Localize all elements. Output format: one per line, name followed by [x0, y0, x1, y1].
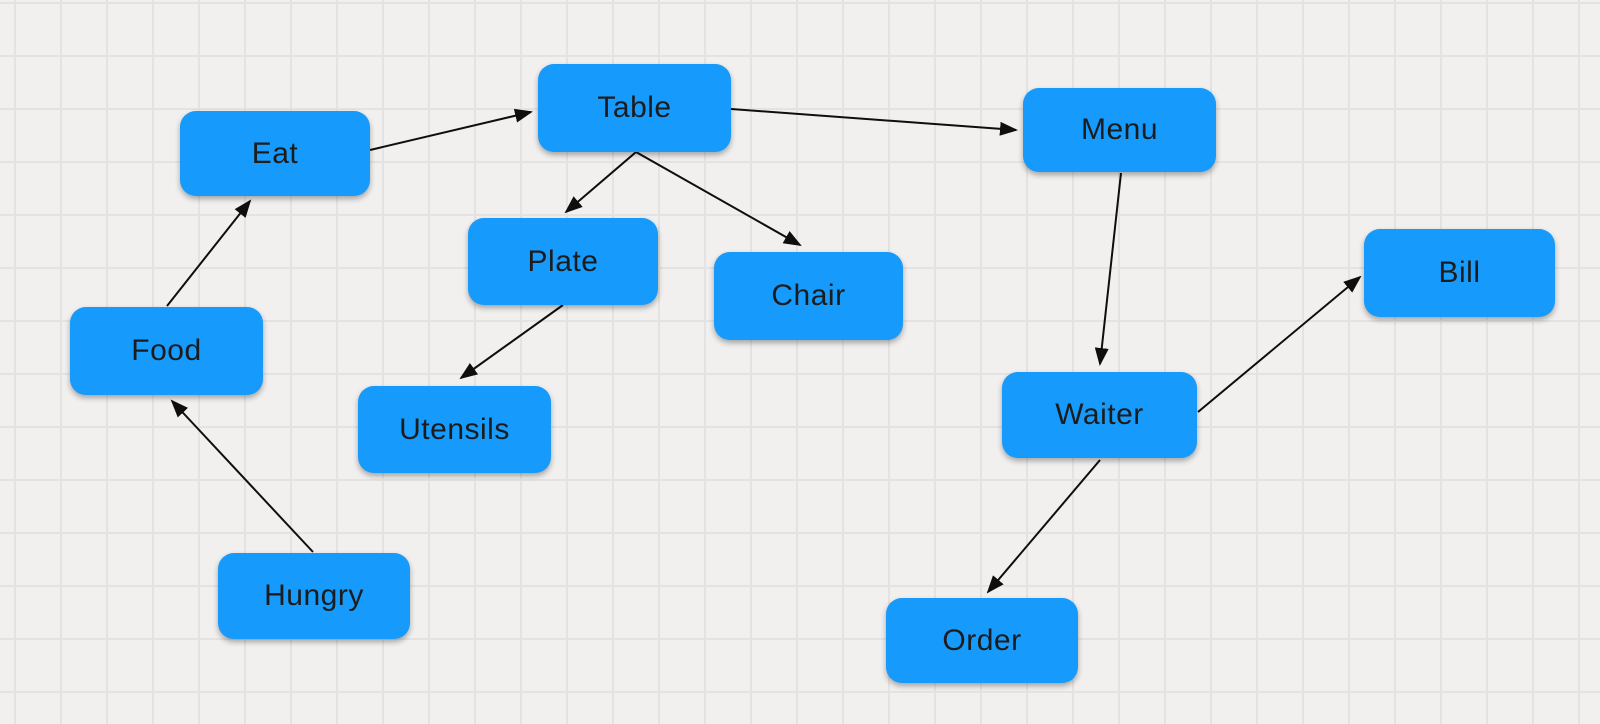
edge-table-to-chair[interactable]: [635, 151, 802, 246]
edge-menu-to-waiter[interactable]: [1094, 172, 1122, 366]
node-plate[interactable]: Plate: [468, 218, 658, 305]
node-label: Bill: [1438, 256, 1481, 289]
node-eat[interactable]: Eat: [180, 111, 370, 196]
edge-eat-to-table[interactable]: [369, 108, 533, 151]
edge-plate-to-utensils[interactable]: [459, 304, 564, 380]
node-bill[interactable]: Bill: [1364, 229, 1555, 317]
node-label: Order: [942, 623, 1022, 657]
node-chair[interactable]: Chair: [714, 252, 903, 340]
node-waiter[interactable]: Waiter: [1002, 372, 1197, 458]
edge-hungry-to-food[interactable]: [170, 399, 314, 553]
node-label: Plate: [527, 244, 599, 278]
edge-table-to-plate[interactable]: [564, 151, 637, 214]
node-menu[interactable]: Menu: [1023, 88, 1216, 172]
node-food[interactable]: Food: [70, 307, 263, 395]
node-label: Hungry: [264, 579, 364, 612]
node-label: Eat: [251, 136, 299, 170]
node-label: Waiter: [1055, 398, 1144, 431]
node-label: Utensils: [399, 412, 510, 446]
edge-food-to-eat[interactable]: [166, 199, 252, 307]
node-hungry[interactable]: Hungry: [218, 553, 410, 639]
node-utensils[interactable]: Utensils: [358, 386, 551, 473]
node-label: Food: [131, 334, 202, 367]
node-table[interactable]: Table: [538, 64, 731, 152]
node-order[interactable]: Order: [886, 598, 1078, 683]
node-label: Menu: [1080, 113, 1159, 146]
edge-waiter-to-order[interactable]: [986, 459, 1101, 594]
edge-waiter-to-bill[interactable]: [1197, 275, 1362, 413]
edge-table-to-menu[interactable]: [730, 108, 1018, 136]
node-label: Chair: [771, 279, 846, 312]
node-label: Table: [597, 91, 672, 124]
